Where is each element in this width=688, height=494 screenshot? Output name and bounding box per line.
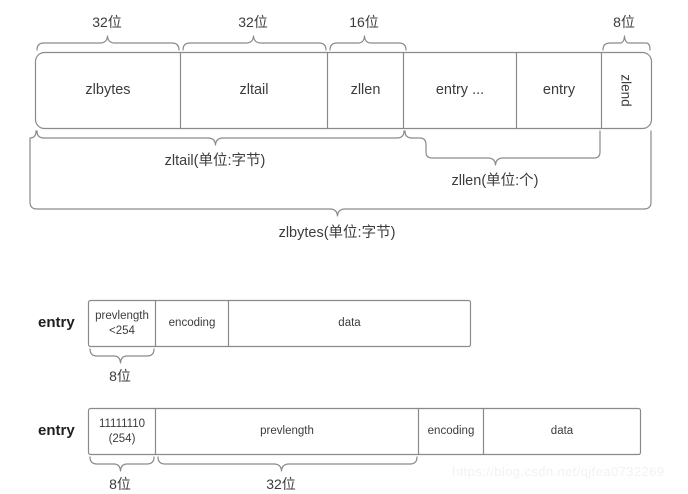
entry-short-box <box>87 299 472 348</box>
entry-long-bit-label-8: 8位 <box>109 476 131 492</box>
brace-entry-long-32bit <box>157 456 418 472</box>
bit-label-zlbytes: 32位 <box>92 14 122 30</box>
brace-zllen <box>404 130 601 166</box>
entry-short-bit-label-8: 8位 <box>109 368 131 384</box>
brace-entry-long-8bit <box>89 456 155 472</box>
entry-long-bit-label-32: 32位 <box>266 476 296 492</box>
brace-entry-short-8bit <box>89 348 155 364</box>
bit-label-zlend: 8位 <box>613 14 635 30</box>
brace-top-zltail <box>182 35 327 51</box>
bit-label-zllen: 16位 <box>349 14 379 30</box>
entry-long-box <box>87 407 642 456</box>
ziplist-outer-box <box>34 51 653 130</box>
brace-top-zlbytes <box>36 35 180 51</box>
brace-label-zllen: zllen(单位:个) <box>451 173 539 189</box>
entry-long-label: entry <box>38 422 75 439</box>
brace-label-zlbytes: zlbytes(单位:字节) <box>278 225 396 241</box>
ziplist-cell-zlend-wrapper: zlend <box>602 53 651 128</box>
entry-short-label: entry <box>38 314 75 331</box>
ziplist-cell-zlend: zlend <box>619 74 634 107</box>
brace-zltail <box>36 130 405 146</box>
brace-top-zllen <box>329 35 407 51</box>
brace-label-zltail: zltail(单位:字节) <box>164 153 266 169</box>
watermark-text: https://blog.csdn.net/qjfea0732269 <box>452 464 665 479</box>
brace-zlbytes <box>29 130 652 217</box>
brace-top-zlend <box>602 35 651 51</box>
bit-label-zltail: 32位 <box>238 14 268 30</box>
